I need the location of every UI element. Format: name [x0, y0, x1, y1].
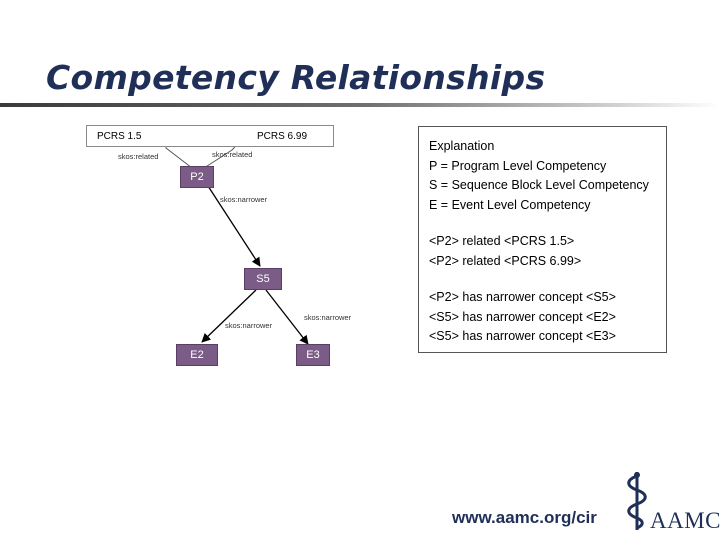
node-p2: P2: [180, 166, 214, 188]
pcrs-1-5-label: PCRS 1.5: [97, 131, 142, 142]
narrower-statement: <P2> has narrower concept <S5>: [429, 290, 616, 304]
explanation-box: Explanation P = Program Level Competency…: [418, 126, 667, 353]
caduceus-icon: [627, 472, 647, 530]
definition-program: P = Program Level Competency: [429, 158, 607, 173]
related-statement: <P2> related <PCRS 1.5>: [429, 234, 575, 248]
narrower-arrow-p2-s5: [207, 185, 261, 267]
aamc-logo: AAMC: [650, 508, 720, 533]
related-statement: <P2> related <PCRS 6.99>: [429, 253, 582, 268]
narrower-arrow-s5-e2: [201, 289, 257, 343]
page-title: Competency Relationships: [46, 58, 546, 97]
edge-label-narrower-s5-e3: skos:narrower: [304, 313, 352, 322]
explanation-heading: Explanation: [429, 139, 495, 153]
pcrs-code-box: PCRS 1.5 PCRS 6.99: [86, 125, 334, 147]
edge-label-narrower-p2-s5: skos:narrower: [220, 195, 268, 204]
title-divider: [0, 103, 720, 107]
footer-url-link[interactable]: www.aamc.org/cir: [452, 508, 597, 527]
narrower-statement: <S5> has narrower concept <E2>: [429, 309, 616, 324]
edge-label-related-right: skos:related: [212, 150, 253, 159]
definition-event: E = Event Level Competency: [429, 197, 591, 212]
definition-sequence: S = Sequence Block Level Competency: [429, 178, 649, 192]
narrower-statement: <S5> has narrower concept <E3>: [429, 329, 616, 343]
edge-label-narrower-s5-e2: skos:narrower: [225, 321, 273, 330]
node-e2: E2: [176, 344, 218, 366]
pcrs-6-99-label: PCRS 6.99: [257, 131, 308, 142]
node-s5: S5: [244, 268, 282, 290]
edge-label-related-left: skos:related: [118, 152, 159, 161]
narrower-arrow-s5-e3: [265, 289, 309, 345]
node-e3: E3: [296, 344, 330, 366]
